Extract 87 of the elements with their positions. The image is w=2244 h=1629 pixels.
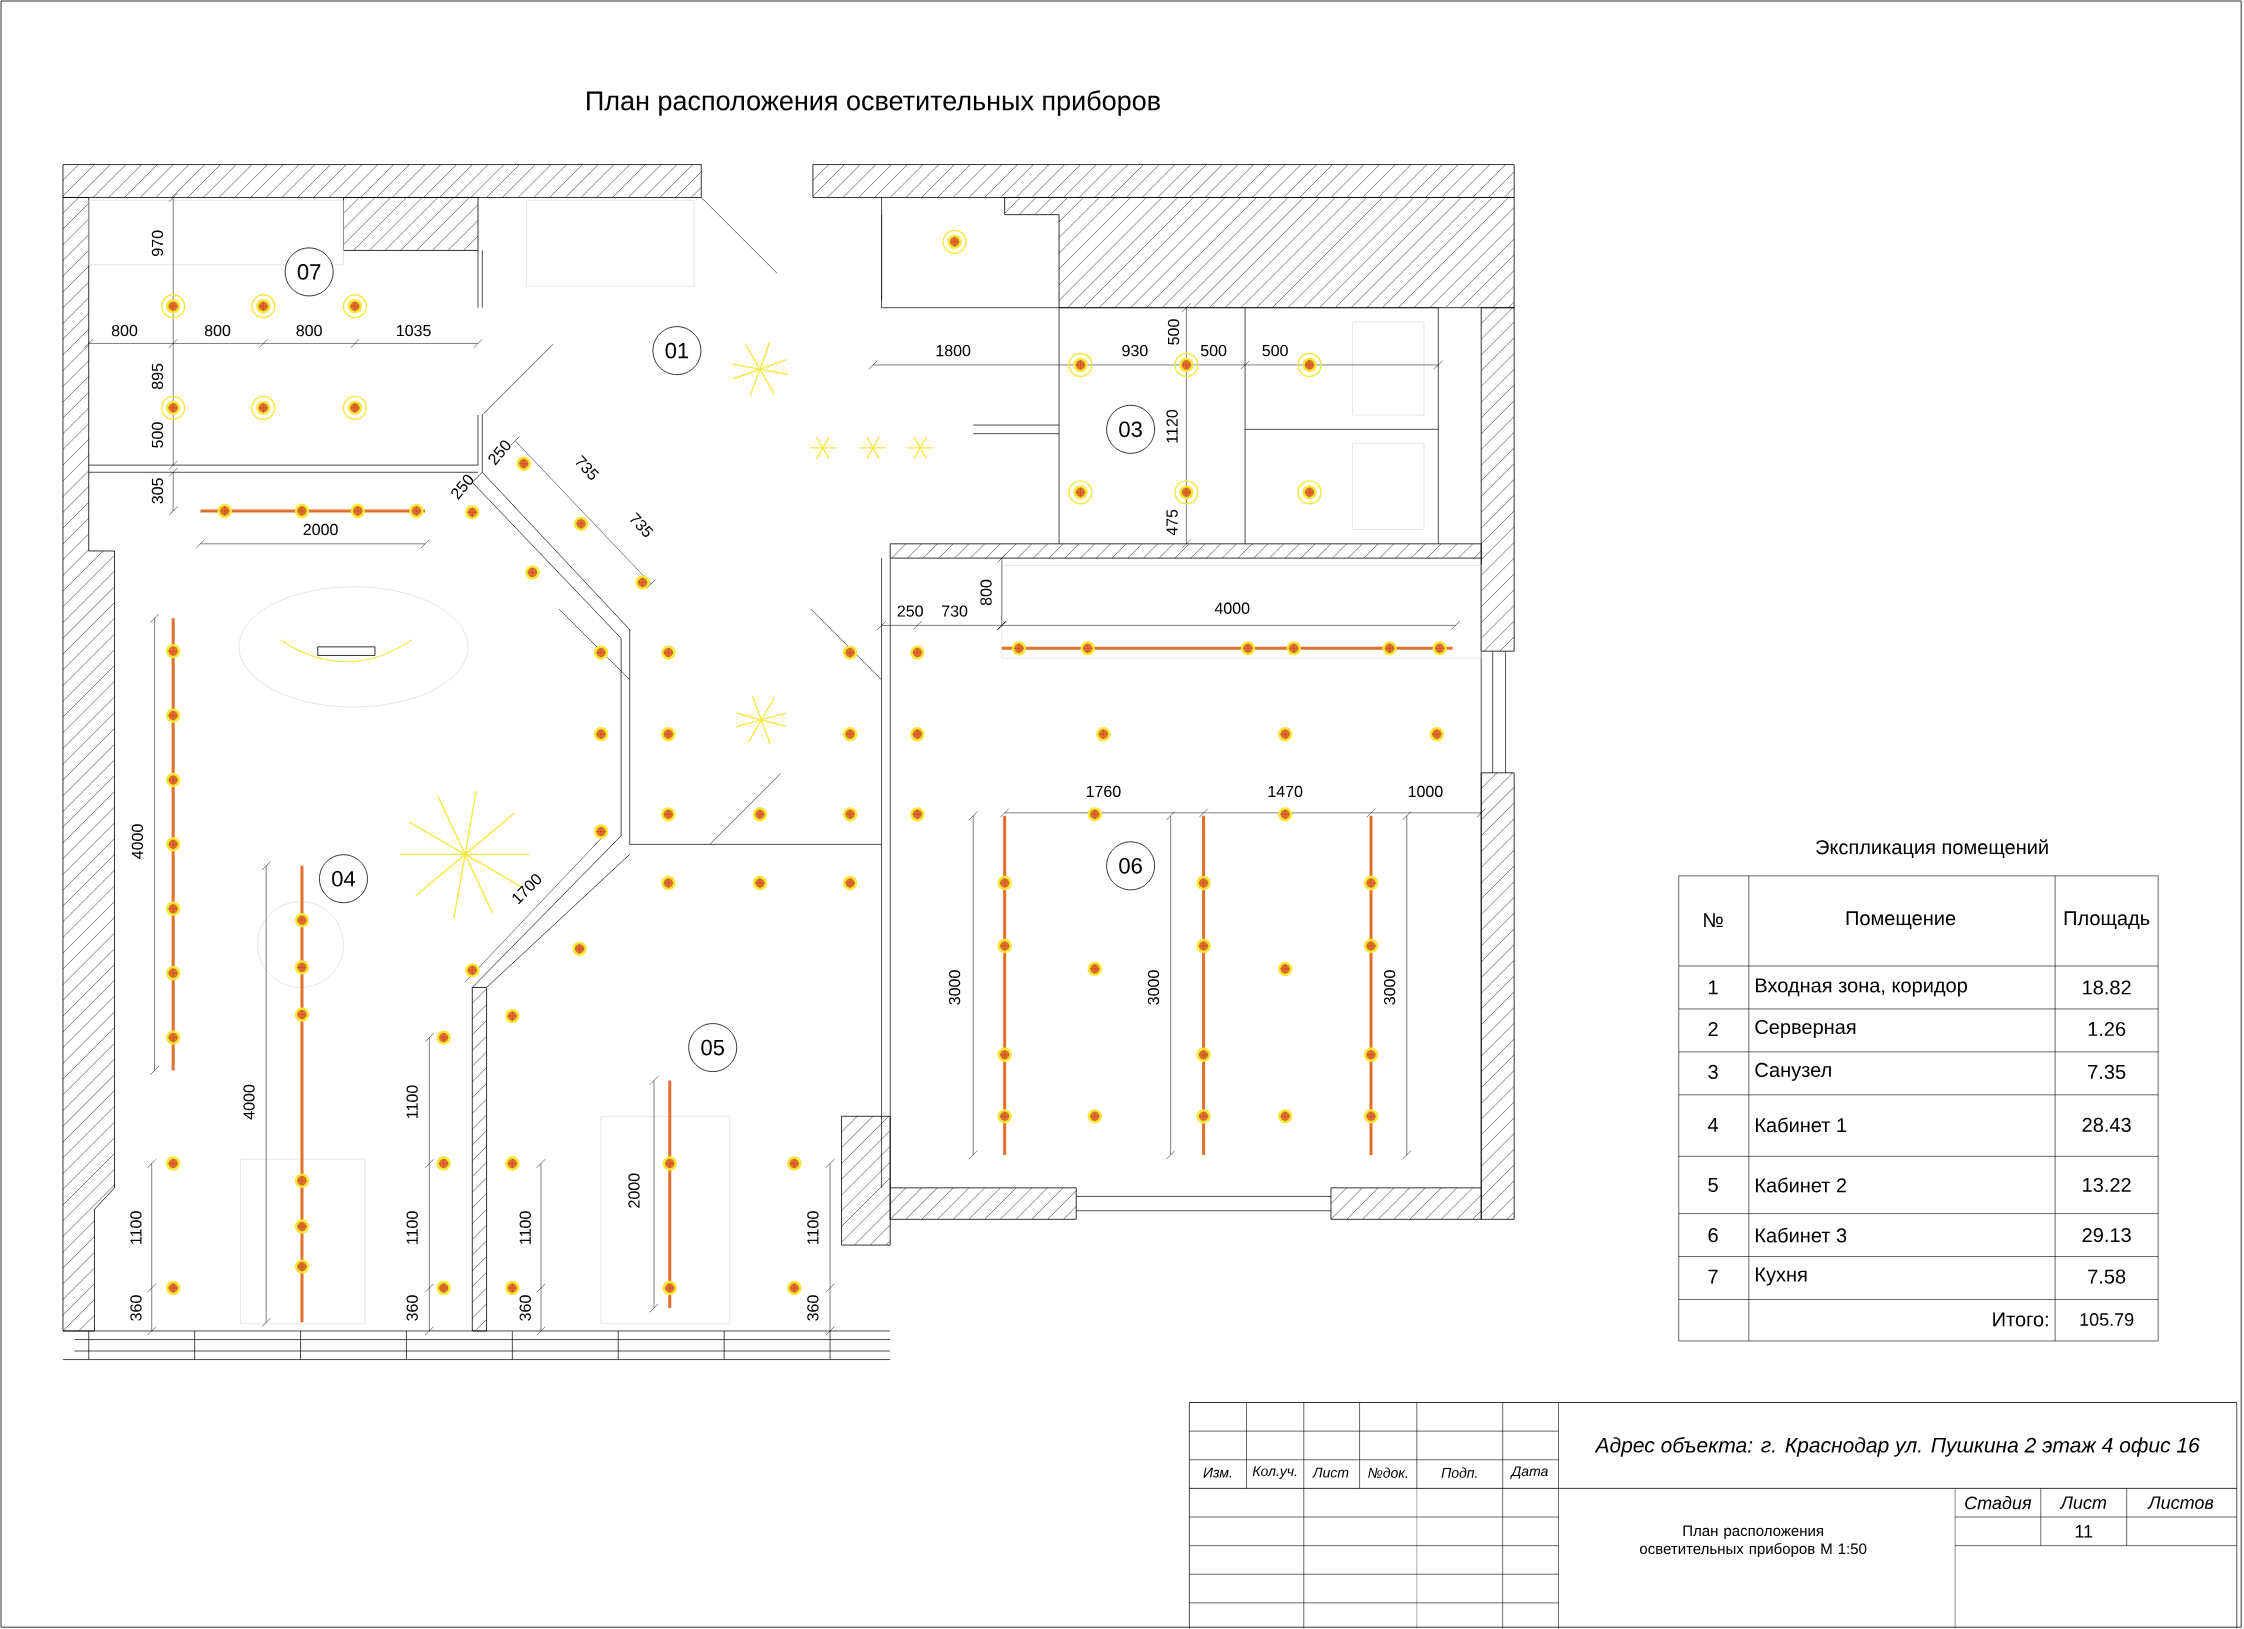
table-title: Экспликация помещений [1816, 839, 2048, 859]
table-text: Входная зона, коридор [1756, 978, 1967, 997]
dimension-text: 4000 [243, 1085, 255, 1120]
room-number: 07 [284, 247, 334, 297]
room-number: 01 [652, 326, 702, 376]
dimension-text: 1100 [130, 1211, 142, 1245]
dimension-text: 800 [296, 325, 322, 337]
dimension-text: 1100 [519, 1211, 531, 1245]
table-text: Санузел [1755, 1063, 1831, 1082]
dimension-text: 1100 [807, 1211, 819, 1245]
title-block-text: Кол.уч. [1252, 1466, 1297, 1480]
dimension-text: 735 [575, 455, 599, 480]
room-number: 05 [688, 1023, 738, 1073]
table-text: Кухня [1756, 1267, 1807, 1286]
dimension-text: 2000 [628, 1173, 640, 1208]
dimension-text: 800 [980, 579, 992, 606]
dimension-text: 305 [151, 478, 164, 504]
title-block-text: Лист [1312, 1467, 1349, 1478]
table-text: Серверная [1755, 1020, 1856, 1039]
title-block-text: Дата [1510, 1466, 1548, 1480]
room-number: 04 [319, 854, 368, 904]
table-text: 7 [1708, 1269, 1718, 1284]
dimension-text: 800 [111, 325, 138, 337]
address-text: Адрес объекта: г. Краснодар ул. Пушкина 2 этаж 4 офис 16 [1594, 1437, 2200, 1457]
dimension-text: 1760 [1086, 785, 1121, 798]
dimension-text: 1100 [406, 1085, 418, 1119]
table-text: № [1704, 913, 1723, 928]
room-number: 03 [1106, 405, 1155, 454]
drawing-name-text: План расположения осветительных приборов М 1:50 [1640, 1525, 1867, 1558]
table-text: 105.79 [2080, 1313, 2134, 1327]
dimension-text: 250 [897, 605, 923, 617]
dimension-text: 250 [488, 440, 511, 466]
dimension-text: 1000 [1408, 785, 1443, 798]
table-text: 7.58 [2088, 1269, 2126, 1284]
title-block-text: №док. [1368, 1467, 1408, 1478]
dimension-text: 930 [1122, 345, 1148, 357]
dimension-text: 250 [451, 475, 474, 500]
dimension-text: 800 [204, 325, 231, 337]
dimension-text: 730 [942, 605, 968, 617]
table-text: Помещение [1846, 911, 1956, 930]
dimension-text: 1470 [1268, 785, 1303, 798]
dimension-text: 1800 [936, 345, 971, 357]
room-number: 06 [1106, 841, 1155, 891]
dimension-text: 4000 [1214, 602, 1250, 615]
dimension-text: 500 [151, 422, 164, 448]
dimension-text: 3000 [948, 970, 961, 1005]
sheet-number: 11 [2075, 1525, 2093, 1538]
table-text: Кабинет 3 [1756, 1227, 1847, 1243]
table-text: 3 [1708, 1065, 1718, 1080]
dimension-text: 475 [1166, 509, 1178, 536]
dimension-text: 2000 [303, 524, 338, 536]
dimension-text: 360 [807, 1295, 819, 1321]
table-text: 1.26 [2088, 1022, 2126, 1037]
table-text: Кабинет 1 [1756, 1117, 1847, 1133]
dimension-text: 360 [406, 1295, 418, 1321]
dimension-text: 500 [1200, 345, 1227, 357]
dimension-text: 1035 [397, 325, 431, 337]
title-block-text: Стадия [1965, 1496, 2032, 1510]
table-text: Кабинет 2 [1756, 1177, 1847, 1193]
dimension-text: 1100 [406, 1211, 418, 1245]
title-block-text: Изм. [1203, 1467, 1232, 1478]
table-text: 4 [1707, 1118, 1719, 1132]
table-text: 28.43 [2082, 1118, 2131, 1133]
title-block-text: Листов [2147, 1496, 2214, 1510]
table-text: 13.22 [2083, 1178, 2131, 1193]
dimension-text: 735 [629, 512, 654, 538]
drawing-title: План расположения осветительных приборов [587, 90, 1160, 116]
dimension-text: 360 [130, 1295, 142, 1321]
table-text: 29.13 [2082, 1228, 2131, 1243]
dimension-text: 500 [1167, 319, 1180, 345]
dimension-text: 970 [151, 230, 164, 257]
table-text: 6 [1708, 1228, 1718, 1243]
table-text: 2 [1708, 1022, 1718, 1037]
table-text: Площадь [2064, 911, 2150, 930]
dimension-text: 895 [151, 363, 164, 390]
table-text: 18.82 [2083, 980, 2131, 995]
dimension-text: 3000 [1384, 970, 1396, 1005]
dimension-text: 360 [519, 1295, 531, 1321]
title-block-text: Подп. [1441, 1467, 1477, 1478]
dimension-text: 500 [1262, 345, 1288, 357]
dimension-text: 3000 [1147, 970, 1160, 1005]
dimension-text: 4000 [131, 824, 144, 860]
table-text: 5 [1708, 1178, 1718, 1193]
table-text: 1 [1709, 980, 1718, 995]
table-text: 7.35 [2088, 1065, 2126, 1080]
title-block-text: Лист [2059, 1496, 2107, 1510]
table-text: Итого: [1993, 1312, 2048, 1327]
